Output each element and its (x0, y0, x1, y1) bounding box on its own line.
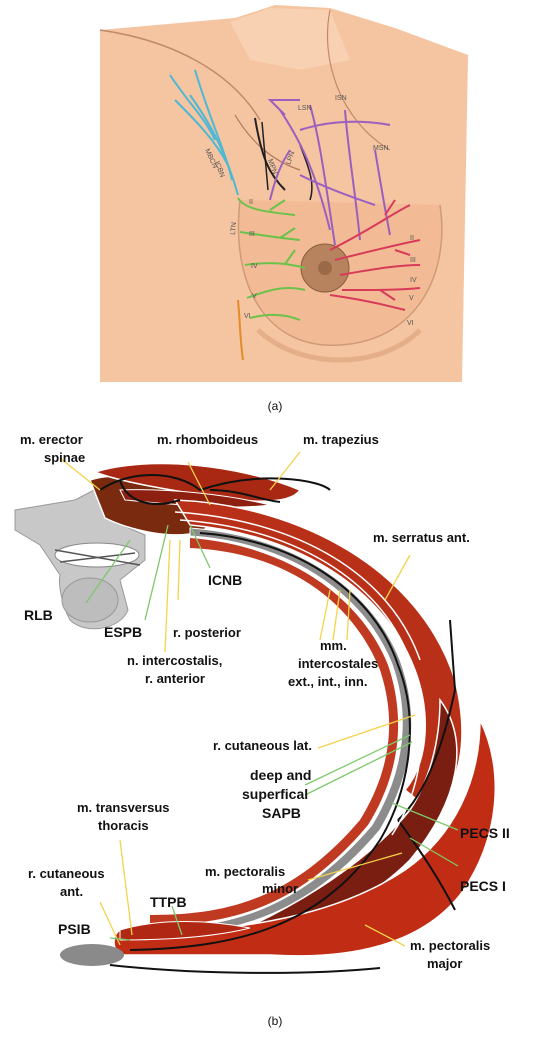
dermatome-left-2: II (249, 199, 253, 206)
label-icnb: ICNB (208, 572, 242, 588)
label-ttpb: TTPB (150, 894, 187, 910)
leader-lines-green (85, 524, 459, 941)
nerve-mbcn-icbn (169, 69, 239, 196)
muscle-trapezius (92, 462, 302, 502)
caption-a: (a) (268, 399, 283, 413)
label-intercostales-line3: ext., int., inn. (288, 674, 367, 689)
dermatome-left-3: III (249, 231, 255, 238)
nerve-anterior-intercostal (329, 199, 421, 311)
label-erector-line2: spinae (44, 450, 85, 465)
dermatome-right-3: III (410, 257, 416, 264)
label-transversus-line1: m. transversus (77, 800, 170, 815)
nerve-lateral-branch (237, 299, 244, 361)
dermatome-left-6: VI (244, 313, 251, 320)
label-sapb-line3: SAPB (262, 805, 301, 821)
label-lpn: LPN (285, 150, 296, 165)
label-mpn: MPN (266, 158, 278, 175)
label-psib: PSIB (58, 921, 91, 937)
label-intercostales-line2: intercostales (298, 656, 378, 671)
label-n-intercostalis-line1: n. intercostalis, (127, 653, 222, 668)
label-trapezius: m. trapezius (303, 432, 379, 447)
label-pecs2: PECS II (460, 825, 510, 841)
nerve-ltn (237, 197, 306, 321)
intercostal-nerve (99, 474, 457, 974)
label-pecs1: PECS I (460, 878, 506, 894)
label-n-intercostalis-line2: r. anterior (145, 671, 205, 686)
dermatome-right-4: IV (410, 277, 417, 284)
label-cutaneous-lat: r. cutaneous lat. (213, 738, 312, 753)
fascia-lines (174, 511, 423, 836)
dermatome-right-2: II (410, 235, 414, 242)
label-transversus-line2: thoracis (98, 818, 149, 833)
label-serratus: m. serratus ant. (373, 530, 470, 545)
label-espb: ESPB (104, 624, 142, 640)
label-intercostales-line1: mm. (320, 638, 347, 653)
muscle-transversus-thoracis (119, 921, 251, 941)
label-cutaneous-ant-line1: r. cutaneous (28, 866, 105, 881)
label-pect-minor-line2: minor (262, 881, 298, 896)
label-isn: ISN (335, 95, 347, 102)
dermatome-right-6: VI (407, 320, 414, 327)
label-rhomboideus: m. rhomboideus (157, 432, 258, 447)
sternum (60, 944, 124, 966)
label-sapb-line2: superfical (242, 786, 308, 802)
dermatome-left-5: V (252, 293, 257, 300)
label-r-posterior: r. posterior (173, 625, 241, 640)
dermatome-left-4: IV (251, 263, 258, 270)
nerve-supraclavicular (267, 99, 391, 246)
label-sapb-line1: deep and (250, 767, 311, 783)
panel-b: m. erector spinae m. rhomboideus m. trap… (14, 432, 510, 1028)
label-pect-major-line2: major (427, 956, 462, 971)
label-pect-major-line1: m. pectoralis (410, 938, 490, 953)
label-rlb: RLB (24, 607, 53, 623)
label-erector-line1: m. erector (20, 432, 83, 447)
label-cutaneous-ant-line2: ant. (60, 884, 83, 899)
dermatome-right-5: V (409, 295, 414, 302)
muscle-labels: m. erector spinae m. rhomboideus m. trap… (20, 432, 510, 971)
label-msn: MSN (373, 145, 389, 152)
label-lsn: LSN (298, 105, 312, 112)
label-pect-minor-line1: m. pectoralis (205, 864, 285, 879)
label-ltn: LTN (230, 222, 238, 235)
leader-lines-yellow (59, 451, 416, 947)
panel-a: MBCN ICBN LSN ISN MSN MPN LPN LTN II III… (99, 5, 468, 413)
vertebra (14, 487, 146, 630)
caption-b: (b) (268, 1014, 283, 1028)
